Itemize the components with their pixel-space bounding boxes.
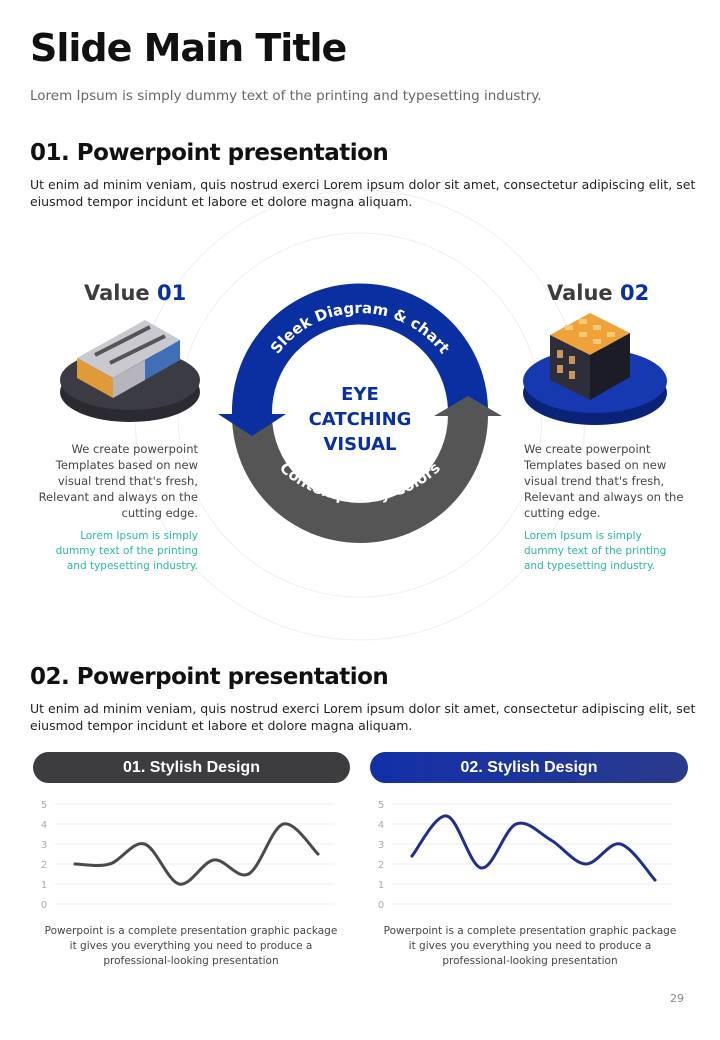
chart2-caption: Powerpoint is a complete presentation gr… (383, 925, 677, 967)
y-tick-label: 5 (378, 800, 384, 811)
y-tick-label: 1 (41, 880, 47, 891)
y-tick-label: 0 (41, 900, 47, 911)
value2-note: Lorem Ipsum is simply dummy text of the … (524, 530, 667, 572)
value1-title: Value 01 (84, 281, 187, 305)
building-illustration-2 (523, 313, 667, 425)
building-illustration-1 (60, 320, 200, 422)
value1-description: We create powerpoint Templates based on … (38, 442, 198, 520)
section2-heading: 02. Powerpoint presentation (30, 664, 389, 690)
cycle-diagram: Sleek Diagram & chart Contemporary Color… (218, 283, 502, 543)
data-point (445, 814, 449, 818)
y-tick-label: 1 (378, 880, 384, 891)
value2-description: We create powerpoint Templates based on … (524, 442, 684, 520)
gray-arc (232, 415, 488, 543)
blue-arc (231, 283, 488, 415)
series-line (73, 822, 320, 886)
y-tick-label: 3 (378, 840, 384, 851)
chart2-line-chart: 0 1 2 3 4 5 (378, 800, 672, 911)
y-tick-label: 2 (378, 860, 384, 871)
section2-body: Ut enim ad minim veniam, quis nostrud ex… (30, 701, 696, 733)
data-point (281, 822, 285, 826)
gray-arrow-head (434, 396, 502, 416)
value2-title: Value 02 (547, 281, 650, 305)
y-tick-label: 0 (378, 900, 384, 911)
data-point (479, 866, 483, 870)
center-text-line2: CATCHING (309, 409, 412, 430)
value1-note: Lorem Ipsum is simply dummy text of the … (55, 530, 198, 572)
data-point (142, 842, 146, 846)
data-point (410, 854, 414, 858)
center-text-line1: EYE (341, 384, 379, 405)
page-title: Slide Main Title (30, 26, 347, 70)
data-point (549, 838, 553, 842)
section1-heading: 01. Powerpoint presentation (30, 140, 389, 166)
chart1-line-chart: 0 1 2 3 4 5 (41, 800, 335, 911)
data-point (108, 862, 112, 866)
data-point (73, 862, 77, 866)
y-tick-label: 4 (41, 820, 47, 831)
data-point (247, 872, 251, 876)
data-point (514, 822, 518, 826)
chart1-title-pill: 01. Stylish Design (33, 752, 350, 783)
y-tick-label: 5 (41, 800, 47, 811)
y-tick-label: 3 (41, 840, 47, 851)
blue-arrow-head (218, 414, 286, 436)
data-point (177, 882, 181, 886)
center-text-line3: VISUAL (323, 434, 396, 455)
section1-body: Ut enim ad minim veniam, quis nostrud ex… (30, 177, 696, 209)
data-point (584, 862, 588, 866)
data-point (618, 842, 622, 846)
chart2-title-pill: 02. Stylish Design (370, 752, 688, 783)
page-subtitle: Lorem Ipsum is simply dummy text of the … (30, 88, 542, 104)
data-point (212, 858, 216, 862)
data-point (653, 878, 657, 882)
page-number: 29 (670, 992, 684, 1005)
y-tick-label: 2 (41, 860, 47, 871)
series-line (410, 814, 657, 882)
chart1-caption: Powerpoint is a complete presentation gr… (44, 925, 338, 967)
data-point (316, 852, 320, 856)
y-tick-label: 4 (378, 820, 384, 831)
